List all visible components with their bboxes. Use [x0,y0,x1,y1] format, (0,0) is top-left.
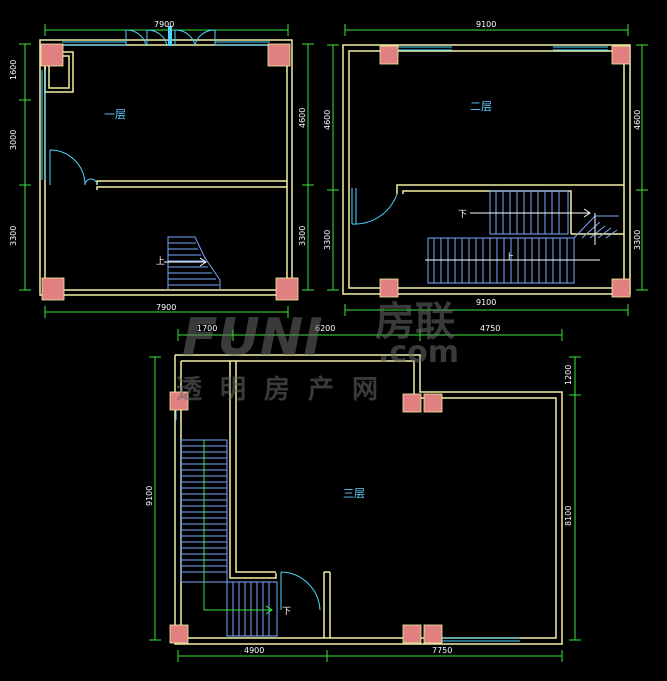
floor-3-dim-right-main: 8100 [564,506,573,526]
floor-2-dimension-lines [327,24,648,316]
floor-3-doors [280,571,321,611]
floor-2-dim-left-bottom: 3300 [323,230,332,250]
floor-3-dim-top-c: 4750 [480,324,500,333]
floor-3-dim-right-top: 1200 [564,365,573,385]
floor-3-dim-top-b: 6200 [315,324,335,333]
floor-1-dim-bottom: 7900 [156,303,176,312]
floor-2-room-label: 二层 [470,100,492,113]
watermark-subtitle: 透明房产网 [176,375,396,405]
floor-3-stair [180,439,278,637]
floor-2-windows [398,46,608,51]
floor-1-dim-top: 7900 [154,20,174,29]
floor-2-doors [351,188,398,225]
floor-2-plan: 二层 上 下 9100 9100 4600 3300 4600 3300 [323,20,648,316]
floor-1-stair [164,236,221,290]
floor-1-room-label: 一层 [104,108,126,121]
floor-2-dim-left-top: 4600 [323,110,332,130]
floor-1-plan: 一层 上 7900 7900 1600 3000 3300 4600 3300 [9,20,314,318]
floor-1-dim-left-top: 1600 [9,60,18,80]
floor-3-room-label: 三层 [343,487,365,500]
floor-3-dim-left: 9100 [145,486,154,506]
floor-1-dim-right-top: 4600 [298,108,307,128]
floor-3-dim-bottom-b: 7750 [432,646,452,655]
floor-2-dim-right-bottom: 3300 [633,230,642,250]
floor-2-dim-top: 9100 [476,20,496,29]
floor-2-stair-down-label: 下 [458,210,467,220]
floor-1-dimension-lines [19,24,314,318]
floor-1-columns [40,43,299,301]
floor-1-windows [41,26,270,180]
floor-2-dim-bottom: 9100 [476,298,496,307]
watermark-brand-com: .com [378,335,459,370]
watermark-brand-cn: 房联 [375,299,455,345]
floor-3-stair-down-label: 下 [282,607,291,617]
floor-3-columns [169,391,443,644]
floor-3-windows [175,410,520,642]
floor-3-dimension-lines [149,329,581,662]
floor-1-dim-left-mid: 3000 [9,130,18,150]
watermark: FUNI 房联 .com 透明房产网 [176,299,459,405]
floor-2-stair [425,190,619,284]
floor-2-stair-up-label: 上 [505,252,514,263]
floor-1-walls [39,39,293,296]
floor-1-dim-left-bottom: 3300 [9,226,18,246]
watermark-brand-latin: FUNI [182,308,323,368]
floor-2-walls [342,44,631,295]
floor-1-doors [49,29,216,186]
floor-2-dim-right-top: 4600 [633,110,642,130]
floor-3-dim-bottom-a: 4900 [244,646,264,655]
floor-1-stair-up-label: 上 [156,256,165,267]
floor-3-dim-top-a: 1700 [197,324,217,333]
floor-2-columns [379,45,631,298]
floor-3-plan: 三层 下 1700 6200 4750 4900 7750 9100 1200 … [145,324,581,662]
floor-1-dim-right-bottom: 3300 [298,226,307,246]
